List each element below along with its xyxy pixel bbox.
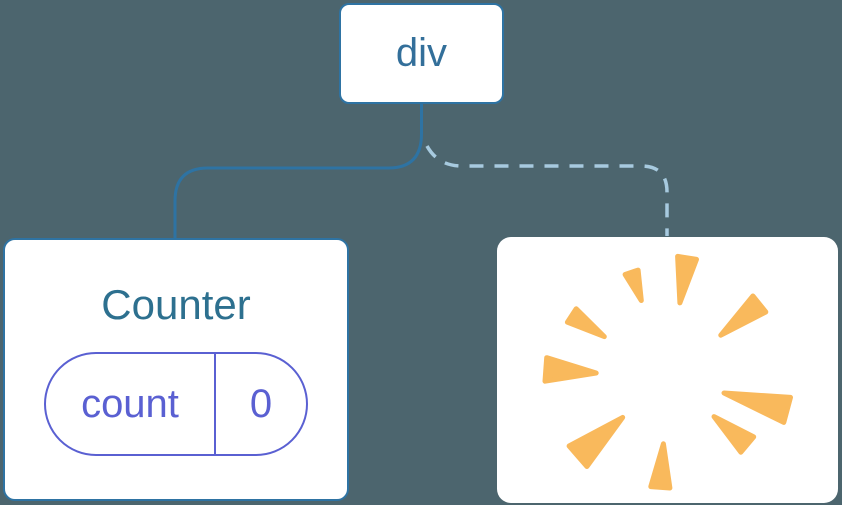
state-pill: count 0 (44, 352, 308, 456)
poof-wedge (564, 306, 607, 340)
poof-wedge (675, 253, 699, 306)
edge-dashed-to-removed (425, 145, 669, 236)
poof-wedge (711, 414, 757, 455)
poof-icon (542, 253, 793, 491)
poof-wedge (648, 441, 673, 491)
tree-node-removed (497, 237, 838, 503)
poof-wedge (542, 355, 599, 384)
state-value-label: 0 (249, 381, 273, 426)
poof-wedge (721, 390, 793, 425)
counter-node-title: Counter (101, 281, 251, 328)
poof-wedge (566, 414, 626, 469)
div-node-label: div (395, 31, 448, 75)
tree-node-counter: Counter count 0 (3, 238, 349, 501)
poof-wedge (718, 293, 769, 338)
edge-solid-to-counter (173, 103, 423, 238)
tree-node-div: div (339, 3, 504, 104)
state-key-label: count (46, 354, 216, 454)
poof-wedge (622, 267, 644, 303)
